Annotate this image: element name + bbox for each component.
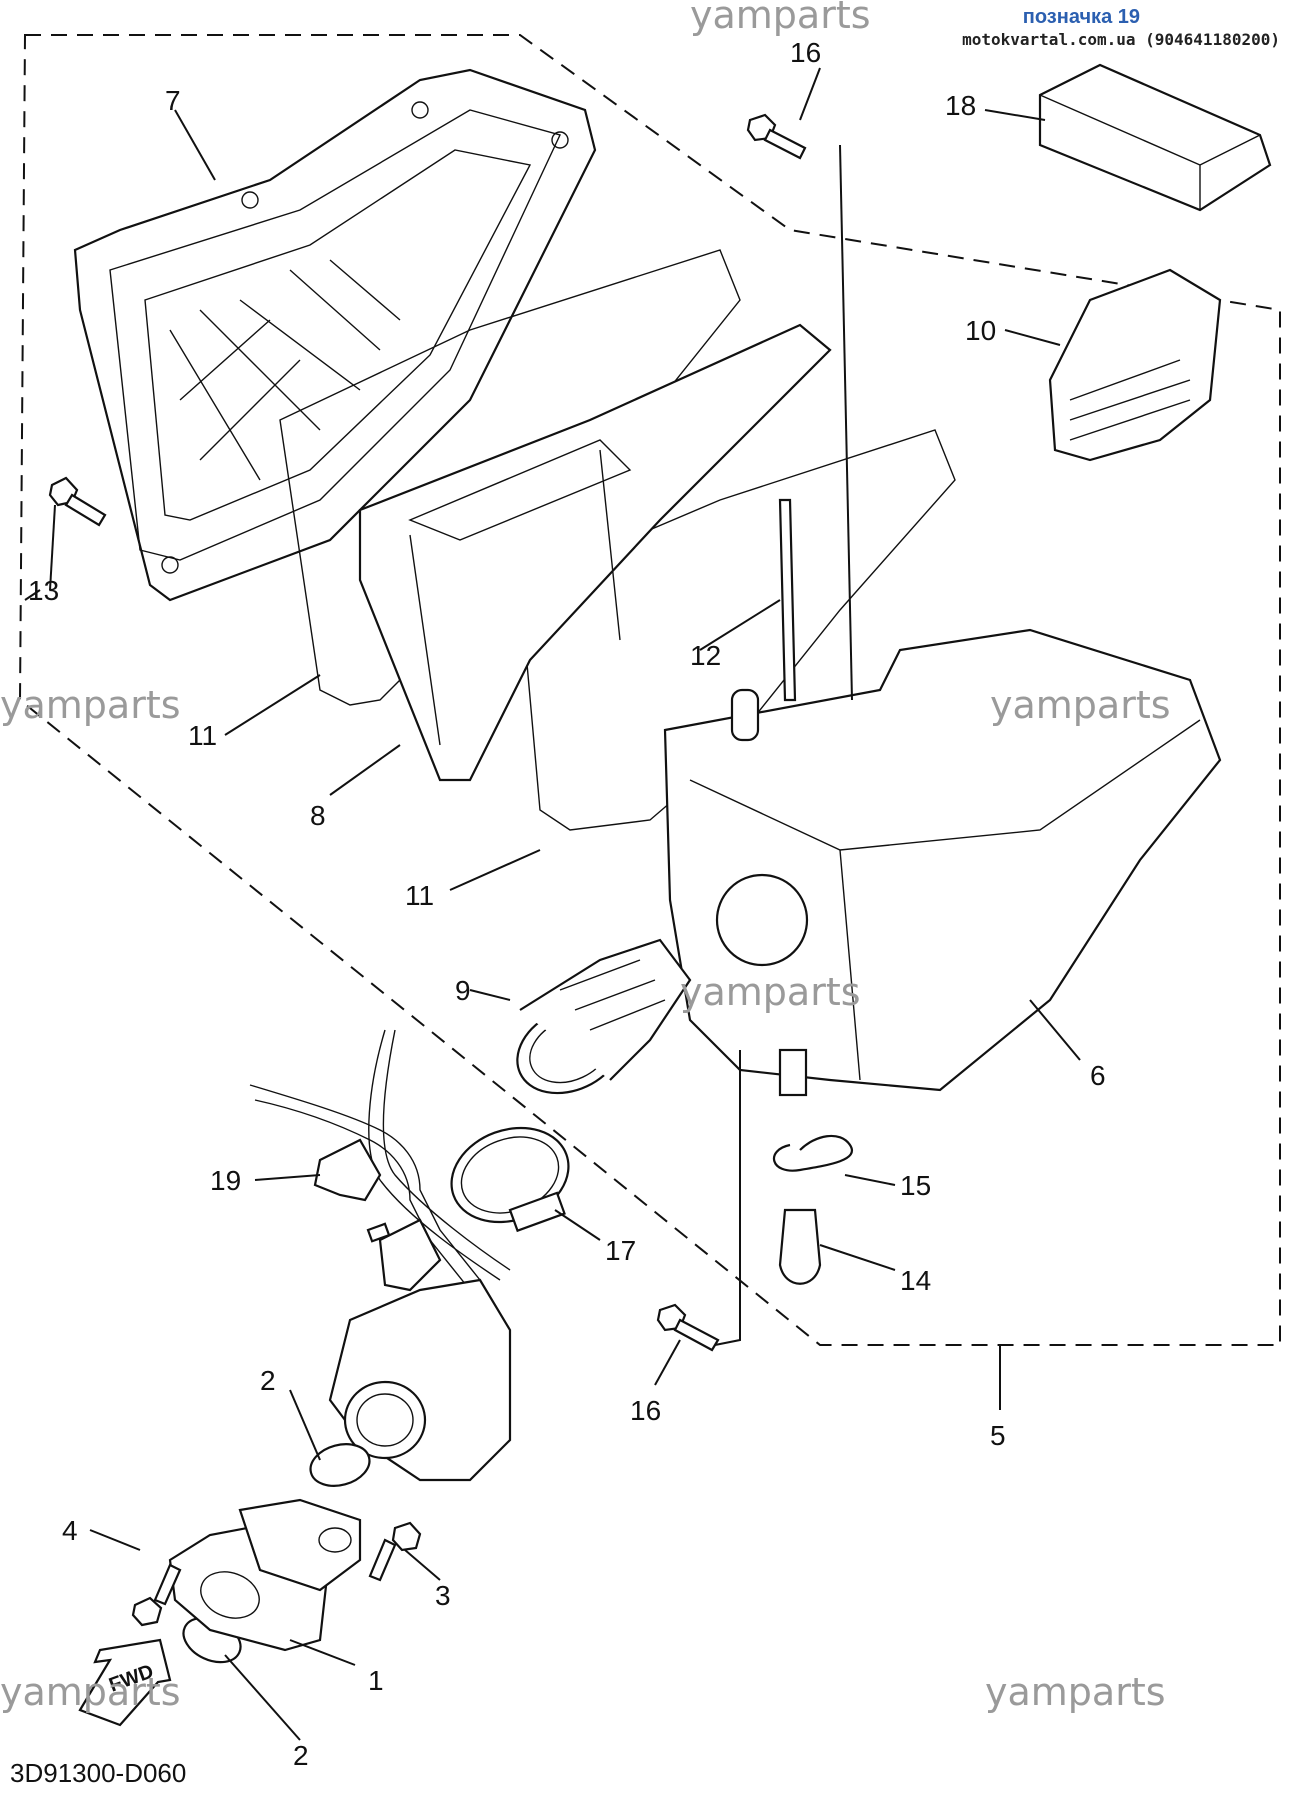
part-6-filter-case <box>663 628 1222 1097</box>
part-8-filter-element <box>358 323 832 782</box>
part-18-cap <box>1038 63 1272 212</box>
part-14-cap <box>778 1208 822 1285</box>
header-subtitle: motokvartal.com.ua (904641180200) <box>962 30 1280 49</box>
callout-16-lower: 16 <box>630 1395 661 1426</box>
part-15-clip <box>772 1134 853 1172</box>
callout-8: 8 <box>310 800 326 831</box>
callout-11-lower: 11 <box>405 880 434 911</box>
part-7-case-cover <box>73 68 597 602</box>
part-12-drain-tube <box>778 498 797 702</box>
diagram-code: 3D91300-D060 <box>10 1758 186 1788</box>
watermark: yamparts <box>985 1670 1166 1714</box>
fwd-arrow-icon: FWD <box>78 1638 172 1727</box>
part-4-bolt <box>131 1563 182 1627</box>
part-2-o-ring-upper <box>309 1443 371 1487</box>
part-19-holder <box>249 1029 511 1291</box>
callout-2-upper: 2 <box>260 1365 276 1396</box>
callout-4: 4 <box>62 1515 78 1546</box>
callout-12: 12 <box>690 640 721 671</box>
callout-5: 5 <box>990 1420 1006 1451</box>
callout-19: 19 <box>210 1165 241 1196</box>
part-10-intake-duct <box>1048 268 1222 462</box>
watermark: yamparts <box>680 970 861 1014</box>
callout-17: 17 <box>605 1235 636 1266</box>
part-9-joint <box>516 938 692 1095</box>
watermarks: yamparts yamparts yamparts yamparts yamp… <box>0 0 1171 1714</box>
part-17-clamp <box>450 1126 570 1233</box>
callout-14: 14 <box>900 1265 931 1296</box>
callout-9: 9 <box>455 975 471 1006</box>
callout-10: 10 <box>965 315 996 346</box>
callout-7: 7 <box>165 85 181 116</box>
leader-lines <box>24 67 1081 1741</box>
callout-2-lower: 2 <box>293 1740 309 1771</box>
callout-6: 6 <box>1090 1060 1106 1091</box>
callout-3: 3 <box>435 1580 451 1611</box>
watermark: yamparts <box>0 683 181 727</box>
watermark: yamparts <box>990 683 1171 727</box>
part-16-bolt-upper <box>746 113 807 160</box>
watermark: yamparts <box>0 1670 181 1714</box>
part-11-gasket-lower <box>519 429 956 831</box>
callout-13: 13 <box>28 575 59 606</box>
carburetor <box>328 1218 512 1482</box>
assembly-boundary <box>18 34 1281 1346</box>
callout-11-upper: 11 <box>188 720 217 751</box>
watermark: yamparts <box>690 0 871 37</box>
part-3-bolt <box>368 1521 422 1582</box>
callout-16-upper: 16 <box>790 37 821 68</box>
callout-labels: 7 16 18 10 13 11 8 11 12 9 6 15 14 17 19… <box>28 37 1106 1771</box>
callout-18: 18 <box>945 90 976 121</box>
callout-15: 15 <box>900 1170 931 1201</box>
part-1-manifold <box>168 1498 362 1652</box>
part-13-bolt <box>48 476 107 527</box>
callout-1: 1 <box>368 1665 384 1696</box>
header-title: позначка 19 <box>1022 6 1140 28</box>
part-16-bolt-lower <box>656 1303 720 1352</box>
